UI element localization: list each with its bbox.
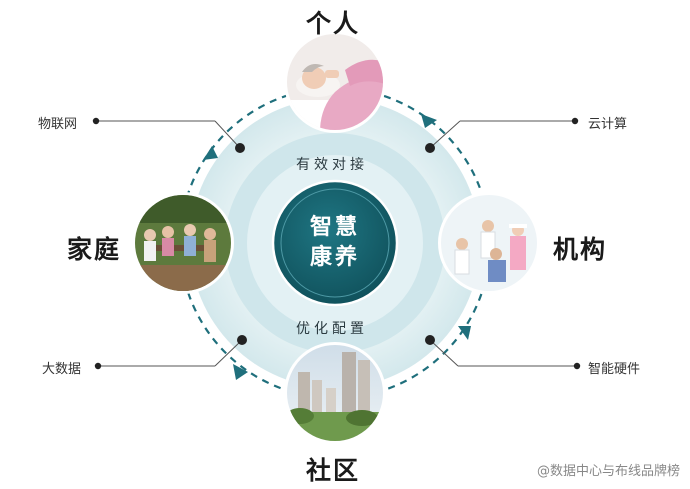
watermark: @数据中心与布线品牌榜 bbox=[536, 464, 680, 479]
center-title-line2: 康养 bbox=[309, 245, 360, 270]
callout-line-bottom-right-d bbox=[429, 339, 459, 367]
callout-dot-top-right bbox=[425, 143, 435, 153]
photo-institution bbox=[438, 192, 540, 294]
center-title-line1: 智慧 bbox=[309, 215, 360, 240]
orbit-arrow-upper-left bbox=[203, 146, 218, 160]
ring-text-lower: 优化配置 bbox=[296, 321, 368, 337]
node-label-community: 社区 bbox=[306, 456, 361, 485]
ring-text-upper: 有效对接 bbox=[296, 157, 368, 173]
callout-dot-bottom-right bbox=[425, 335, 435, 345]
center-title: 智慧 康养 bbox=[275, 213, 395, 273]
center-hub bbox=[271, 179, 399, 307]
node-label-individual: 个人 bbox=[306, 9, 361, 38]
callout-label-hardware: 智能硬件 bbox=[588, 362, 641, 377]
callout-dot-bottom-left-end bbox=[94, 362, 102, 370]
callout-line-bottom-left-d bbox=[214, 339, 243, 367]
callout-dot-top-right-end bbox=[571, 117, 579, 125]
callout-dot-top-left-end bbox=[92, 117, 100, 125]
callout-label-iot: 物联网 bbox=[38, 117, 78, 132]
callout-dot-bottom-right-end bbox=[573, 362, 581, 370]
callout-dot-top-left bbox=[235, 143, 245, 153]
callout-line-top-left-d bbox=[214, 120, 241, 149]
callout-label-cloud: 云计算 bbox=[588, 117, 628, 132]
node-label-family: 家庭 bbox=[67, 235, 122, 264]
callout-line-top-right-d bbox=[429, 120, 461, 149]
callout-label-bigdata: 大数据 bbox=[42, 362, 82, 377]
callout-dot-bottom-left bbox=[237, 335, 247, 345]
orbit-arrow-lower-left bbox=[233, 364, 248, 380]
photo-community bbox=[284, 342, 386, 444]
orbit-arrow-lower-right bbox=[458, 326, 471, 340]
photo-family bbox=[132, 192, 234, 294]
node-label-institution: 机构 bbox=[553, 235, 608, 264]
orbit-arrow-upper-right bbox=[421, 114, 437, 128]
center-hub-inner-line bbox=[280, 188, 390, 298]
photo-individual bbox=[284, 31, 386, 133]
